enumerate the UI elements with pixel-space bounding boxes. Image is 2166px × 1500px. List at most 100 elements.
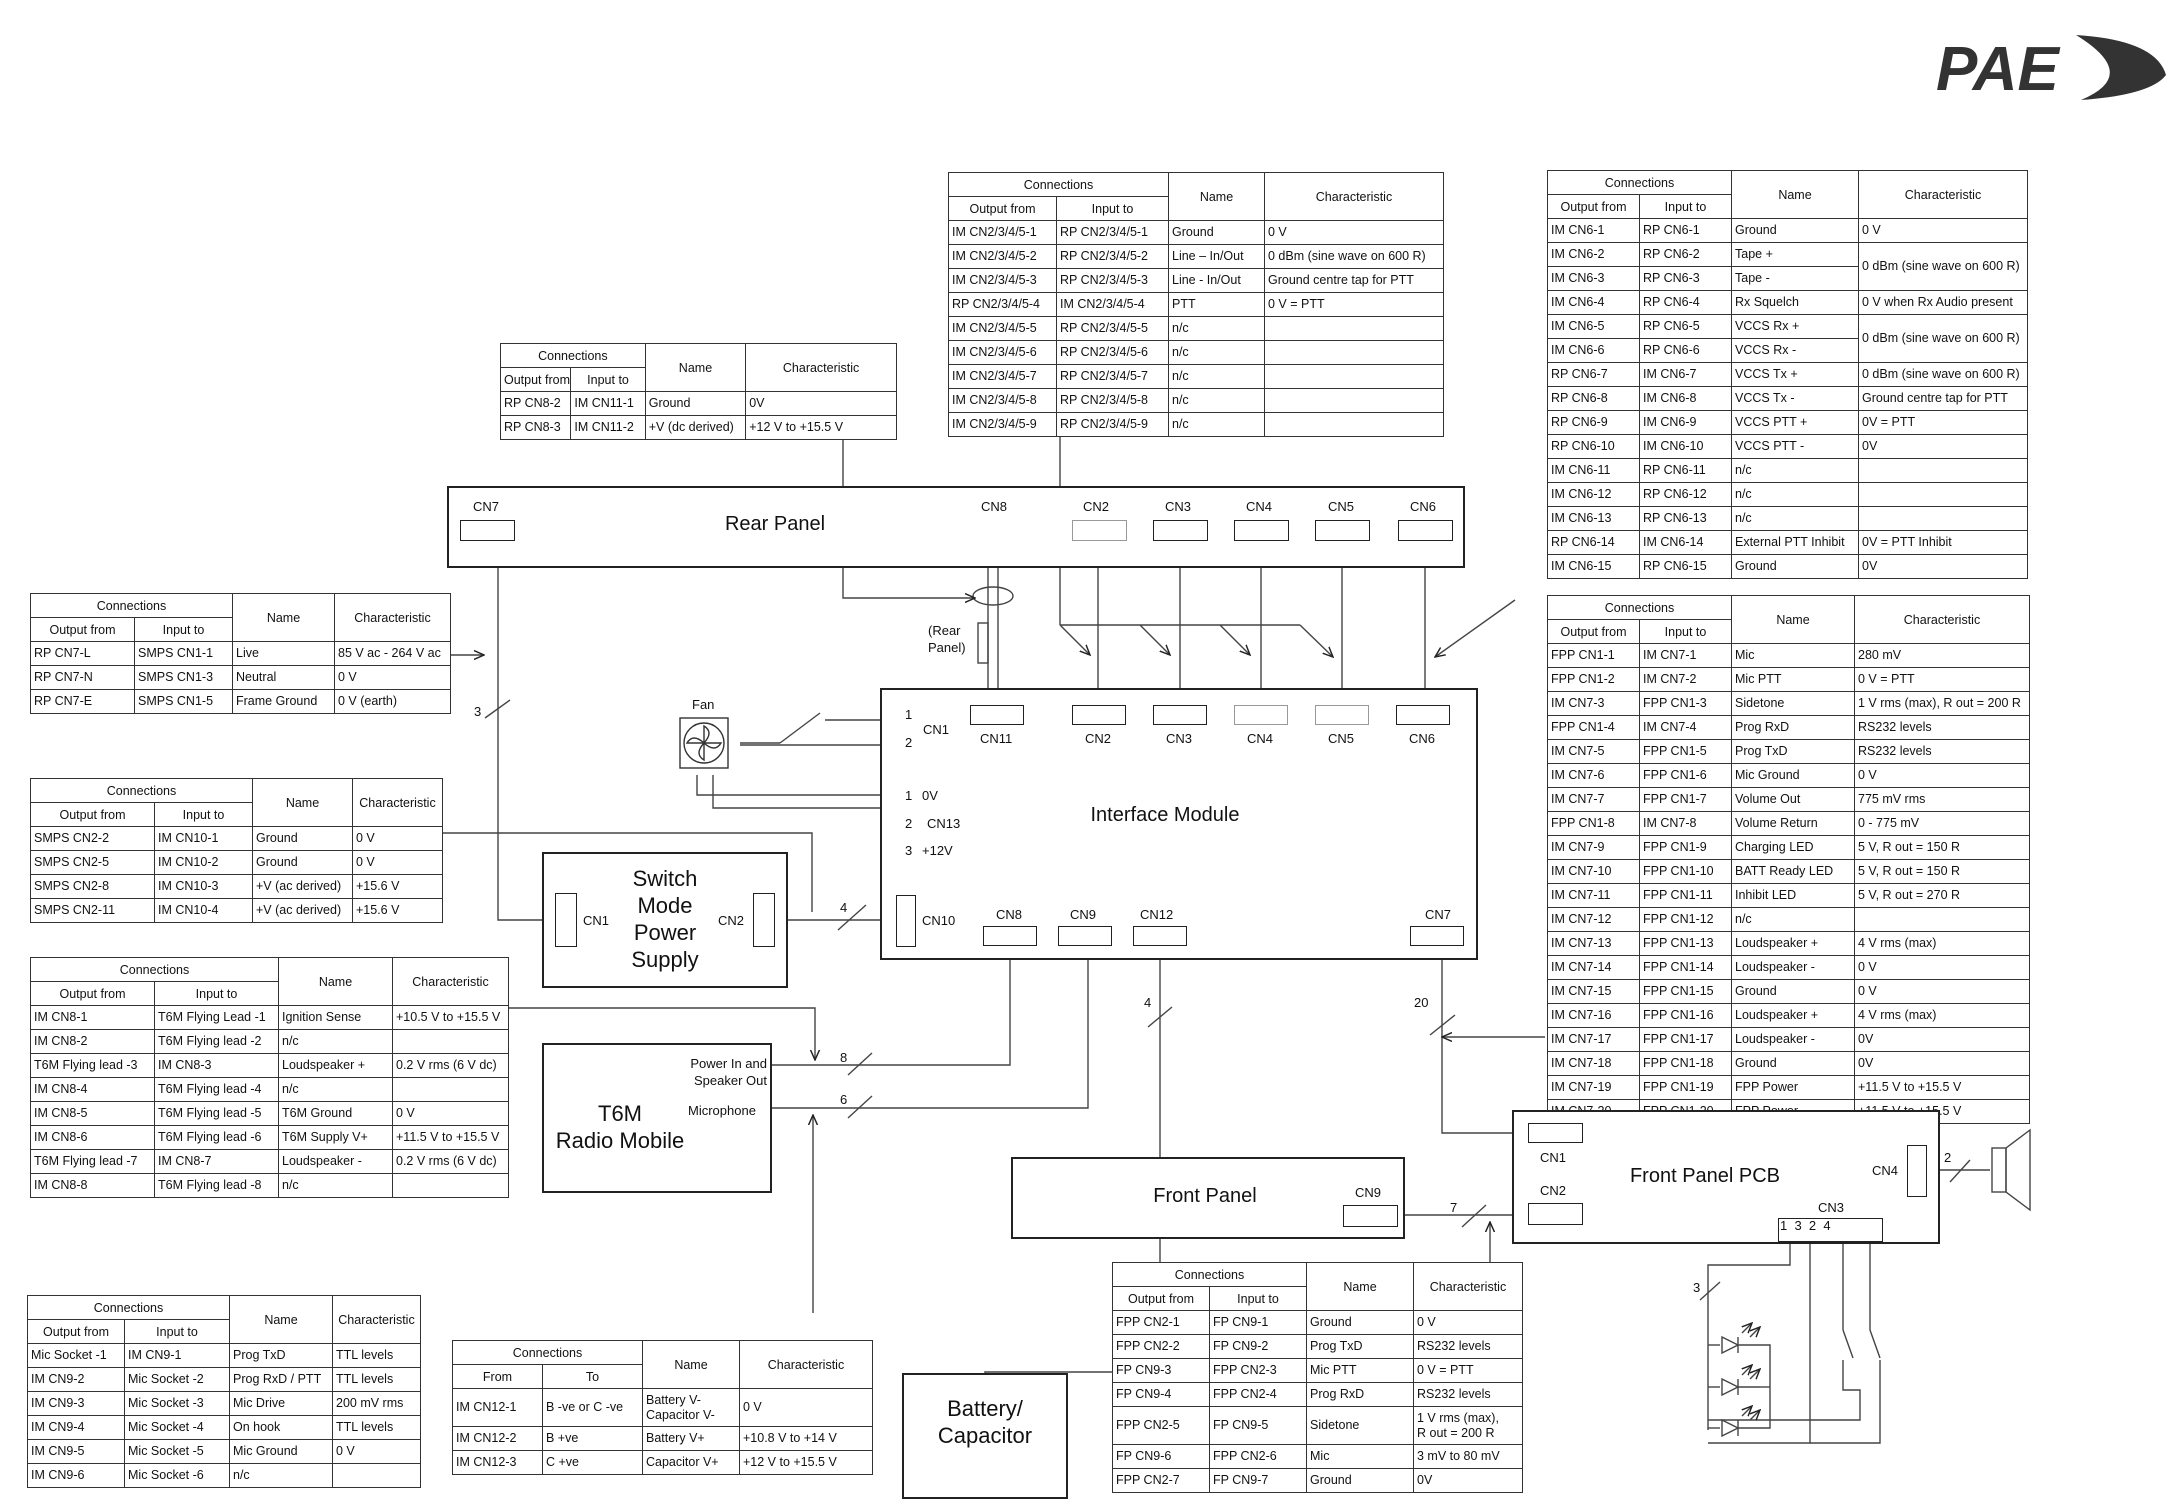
fan-label: Fan <box>692 697 715 712</box>
table-cell: FPP CN1-13 <box>1639 931 1732 956</box>
table-cell: IM CN6-14 <box>1639 530 1732 555</box>
table-cell: RP CN2/3/4/5-3 <box>1056 268 1169 293</box>
header-output-from: Output from <box>948 196 1057 221</box>
table-cell: +10.8 V to +14 V <box>739 1426 873 1451</box>
header-characteristic: Characteristic <box>332 1295 421 1344</box>
table-cell: RP CN6-13 <box>1639 506 1732 531</box>
table-cell: Mic Socket -4 <box>124 1415 230 1440</box>
table-cell: RP CN6-10 <box>1547 434 1640 459</box>
header-characteristic: Characteristic <box>739 1340 873 1389</box>
rp-cn5-label: CN5 <box>1328 499 1355 514</box>
table-cell: 1 V rms (max), R out = 200 R <box>1854 691 2030 716</box>
table-cell: FPP CN2-4 <box>1209 1382 1307 1407</box>
table-cell: Line – In/Out <box>1168 244 1265 269</box>
table-cell: VCCS PTT - <box>1731 434 1859 459</box>
header-name: Name <box>1306 1262 1414 1311</box>
table-cell: IM CN11-2 <box>570 415 646 440</box>
im-cn9-label: CN9 <box>1070 907 1097 922</box>
table-cell: IM CN7-19 <box>1547 1075 1640 1100</box>
fpp-cn1-label: CN1 <box>1540 1150 1567 1165</box>
table-cell: +11.5 V to +15.5 V <box>392 1125 509 1150</box>
table-cell: IM CN8-1 <box>30 1005 155 1030</box>
table-cell: Loudspeaker - <box>1731 955 1855 980</box>
header-name: Name <box>1731 170 1859 219</box>
wire-rp-cn7-smps <box>497 543 555 921</box>
table-cell: Ground <box>1731 1051 1855 1076</box>
rear-panel-title: Rear Panel <box>724 513 826 535</box>
table-cell: IM CN2/3/4/5-7 <box>948 364 1057 389</box>
table-cell: FPP CN2-1 <box>1112 1310 1210 1335</box>
table-cell: RP CN2/3/4/5-9 <box>1056 412 1169 437</box>
table-cell: IM CN7-5 <box>1547 739 1640 764</box>
header-input-to: Input to <box>1209 1286 1307 1311</box>
table-cell: FPP CN1-16 <box>1639 1003 1732 1028</box>
table-cell: IM CN2/3/4/5-8 <box>948 388 1057 413</box>
im-cn6-connector <box>1396 705 1450 725</box>
table-cell: Mic PTT <box>1306 1358 1414 1383</box>
wire-count-4-cn12: 4 <box>1144 995 1152 1010</box>
table-cell: IM CN6-2 <box>1547 242 1640 267</box>
table-cell: n/c <box>1168 364 1265 389</box>
table-cell: FPP CN2-3 <box>1209 1358 1307 1383</box>
table-cell: C +ve <box>542 1450 643 1475</box>
header-output-from: Output from <box>1547 619 1640 644</box>
table-cell: FPP CN1-17 <box>1639 1027 1732 1052</box>
interface-module-title: Interface Module <box>1090 804 1240 826</box>
fpp-cn3-pins: 1 3 2 4 <box>1780 1218 1831 1233</box>
header-output-from: Output from <box>27 1319 125 1344</box>
table-cell: RP CN2/3/4/5-5 <box>1056 316 1169 341</box>
table-cell: Sidetone <box>1306 1406 1414 1445</box>
table-cell <box>1264 340 1444 365</box>
table-cell: 0 V <box>332 1439 421 1464</box>
table-cell: RP CN7-E <box>30 689 135 714</box>
rp-cn6-connector <box>1398 520 1453 541</box>
table-cell: 0V <box>1854 1027 2030 1052</box>
table-cell: On hook <box>229 1415 333 1440</box>
table-cell: External PTT Inhibit <box>1731 530 1859 555</box>
smps-title: Switch Mode Power Supply <box>631 866 699 972</box>
wire-count-6: 6 <box>840 1092 848 1107</box>
header-characteristic: Characteristic <box>392 957 509 1006</box>
table-cell: IM CN9-5 <box>27 1439 125 1464</box>
table-cell: TTL levels <box>332 1415 421 1440</box>
table-cell: Ground <box>1731 979 1855 1004</box>
im-cn2-connector <box>1072 705 1126 725</box>
table-cell: Frame Ground <box>232 689 335 714</box>
im-cn7-label: CN7 <box>1425 907 1452 922</box>
table-cell <box>392 1029 509 1054</box>
table-cell: n/c <box>229 1463 333 1488</box>
table-cell: IM CN2/3/4/5-2 <box>948 244 1057 269</box>
table-cell: T6M Ground <box>278 1101 393 1126</box>
table-cell: 5 V, R out = 150 R <box>1854 859 2030 884</box>
table-cell: IM CN8-8 <box>30 1173 155 1198</box>
rear-panel-note: (Rear Panel) <box>928 623 966 655</box>
table-cell: RP CN6-14 <box>1547 530 1640 555</box>
table-cell: IM CN7-16 <box>1547 1003 1640 1028</box>
table-cell: 0 V = PTT <box>1264 292 1444 317</box>
table-cell: 200 mV rms <box>332 1391 421 1416</box>
table-cell: 280 mV <box>1854 643 2030 668</box>
front-panel-pcb-title: Front Panel PCB <box>1629 1165 1781 1187</box>
